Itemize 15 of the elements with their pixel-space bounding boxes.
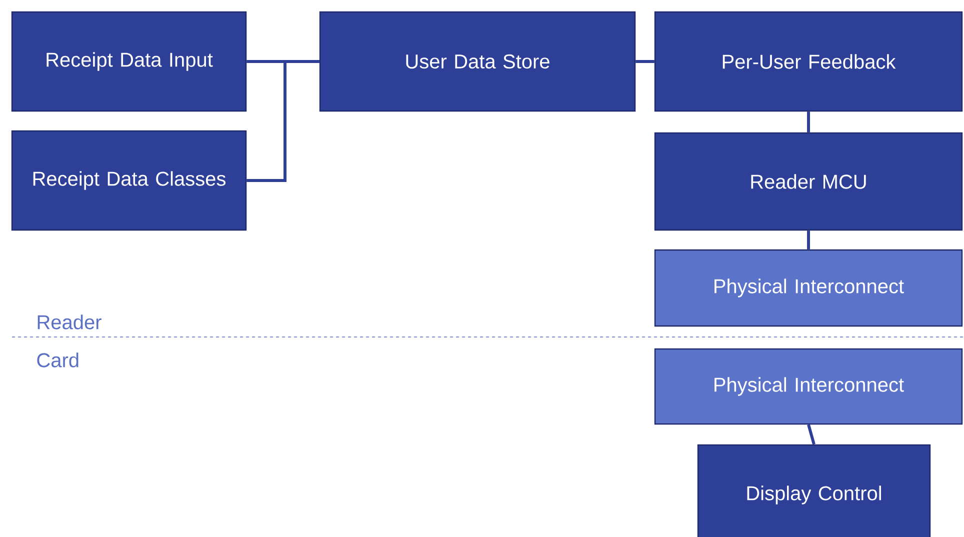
process-box: Physical Interconnect [654,249,963,327]
process-box: Physical Interconnect [654,348,963,425]
section-label: Reader [38,314,102,330]
connector-line [807,112,810,132]
process-box: Per-User Feedback [654,11,963,112]
connector-line [246,60,320,182]
process-box: Display Control [697,444,931,537]
process-box: Receipt Data Classes [11,130,247,231]
connector-line [807,424,816,445]
process-box: Receipt Data Input [11,11,247,112]
connector-line [636,60,654,63]
connector-line [807,230,810,250]
process-box: Reader MCU [654,132,963,231]
process-box: User Data Store [319,11,636,112]
section-label: Card [37,352,78,368]
